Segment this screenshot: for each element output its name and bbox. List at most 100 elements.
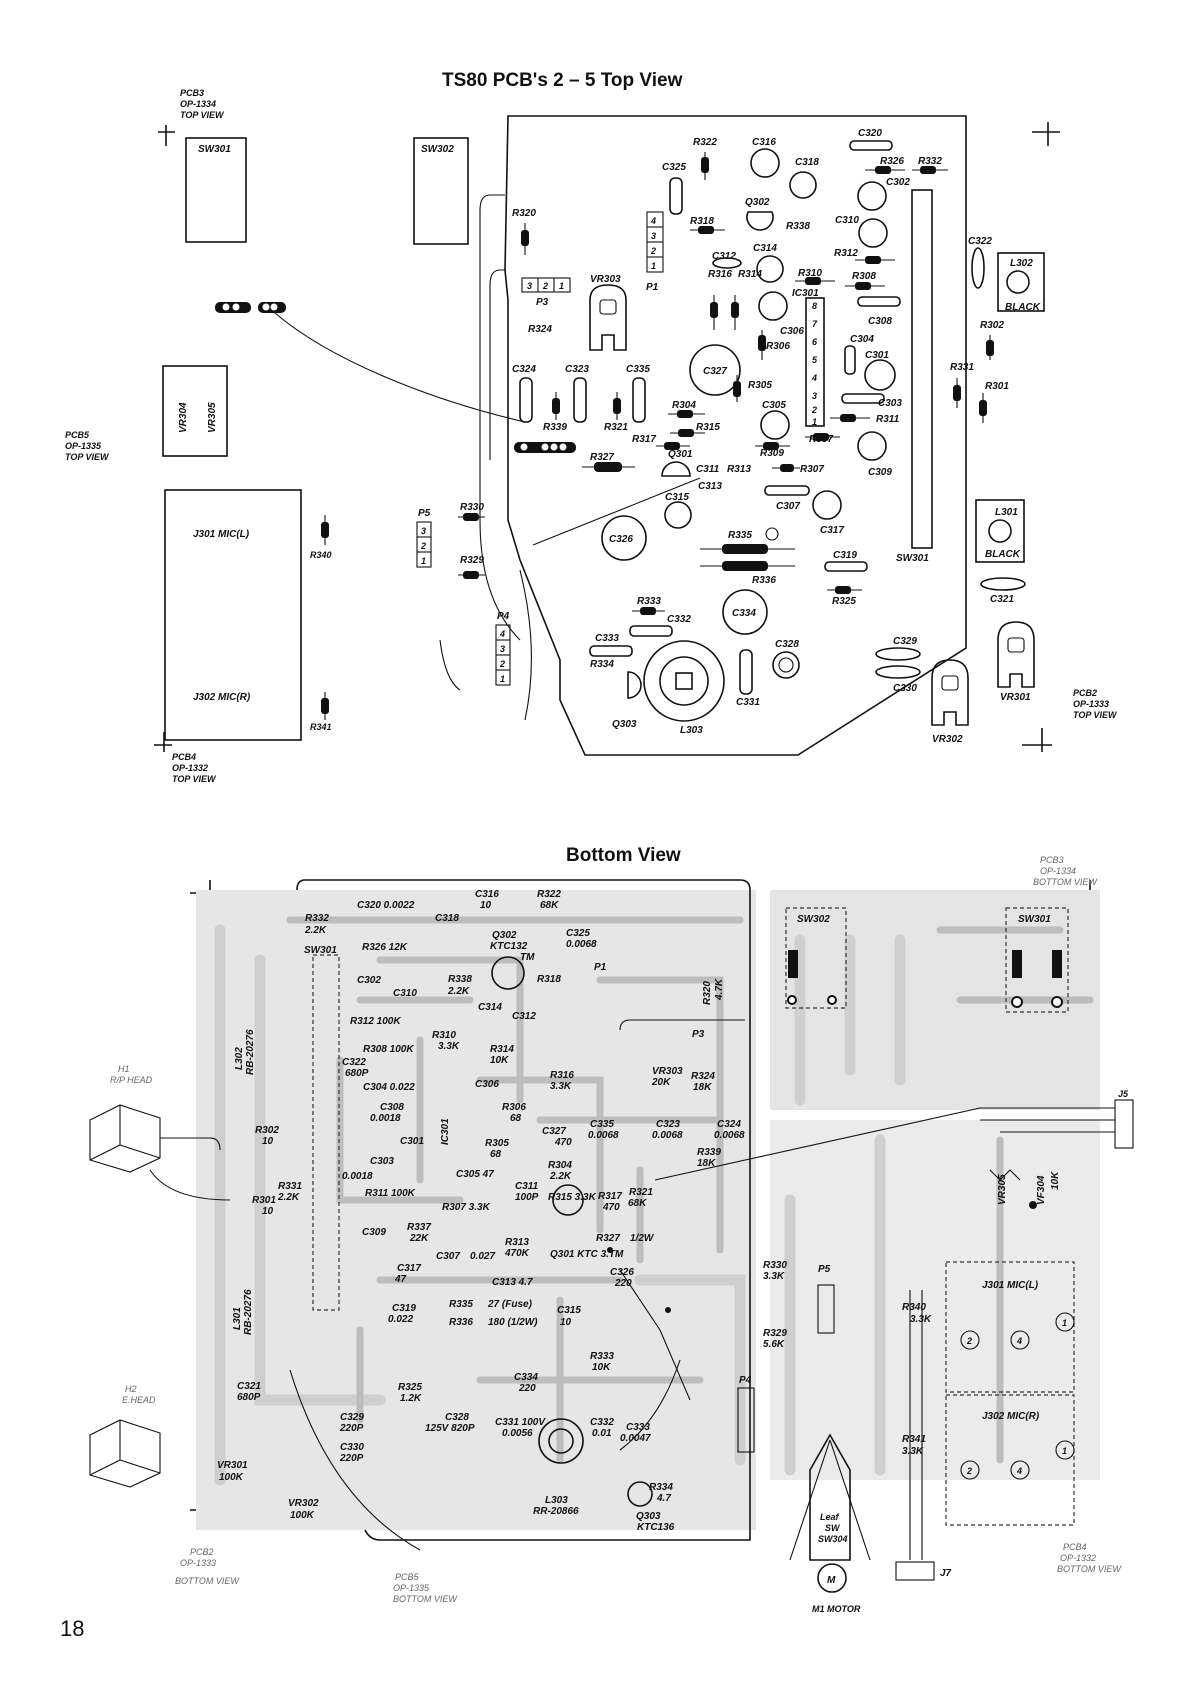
svg-text:R331: R331	[278, 1181, 302, 1192]
p1-label: P1	[646, 282, 659, 293]
r301-resistor	[979, 393, 987, 423]
svg-text:RB-20276: RB-20276	[245, 1029, 256, 1075]
c308-label: C308	[868, 316, 892, 327]
svg-text:680P: 680P	[237, 1392, 261, 1403]
svg-text:3.3K: 3.3K	[550, 1081, 572, 1092]
c319-capacitor	[824, 561, 868, 572]
svg-text:C330: C330	[340, 1442, 364, 1453]
sw301-contact	[1052, 950, 1062, 978]
c307-capacitor-body	[764, 485, 810, 496]
r321-resistor	[613, 392, 621, 420]
svg-text:C334: C334	[514, 1372, 538, 1383]
svg-text:R316: R316	[550, 1070, 574, 1081]
svg-text:C331 100V: C331 100V	[495, 1417, 546, 1428]
c329-label: C329	[893, 636, 917, 647]
l303-coil-outer	[643, 640, 725, 722]
p3-label: P3	[536, 297, 549, 308]
r312-resistor	[855, 256, 895, 264]
svg-text:100K: 100K	[290, 1510, 315, 1521]
svg-text:R337: R337	[407, 1222, 431, 1233]
vr305-bottom-label: VR305	[997, 1174, 1008, 1205]
c325-capacitor	[669, 177, 683, 215]
svg-text:2: 2	[650, 246, 656, 256]
c314b-capacitor	[758, 291, 788, 321]
svg-text:R307 3.3K: R307 3.3K	[442, 1202, 491, 1213]
svg-text:R320: R320	[702, 981, 713, 1005]
c326-label: C326	[609, 534, 633, 545]
svg-text:470: 470	[554, 1137, 572, 1148]
svg-text:R305: R305	[485, 1138, 509, 1149]
corner-mark	[1022, 728, 1052, 752]
l301-label: L301	[995, 507, 1018, 518]
c315-label: C315	[665, 492, 689, 503]
r331-label: R331	[950, 362, 974, 373]
sw301-pad	[1011, 996, 1023, 1008]
svg-text:L303: L303	[545, 1495, 568, 1506]
main-board-outline	[504, 115, 967, 756]
svg-text:KTC132: KTC132	[490, 941, 528, 952]
svg-text:0.027: 0.027	[470, 1251, 495, 1262]
r308-label: R308	[852, 271, 876, 282]
r333-resistor	[632, 607, 665, 615]
pcb5-label-2: OP-1335	[65, 441, 102, 451]
svg-text:20K: 20K	[651, 1077, 671, 1088]
p4-bottom-connector	[737, 1387, 755, 1453]
svg-text:0.01: 0.01	[592, 1428, 612, 1439]
sw302-switch	[413, 137, 469, 245]
leaf-label: Leaf	[820, 1512, 840, 1522]
svg-text:R314: R314	[490, 1044, 514, 1055]
c328-label: C328	[775, 639, 799, 650]
svg-text:3: 3	[812, 391, 817, 401]
vr302-label: VR302	[932, 734, 963, 745]
svg-text:C323: C323	[656, 1119, 680, 1130]
r316-label: R316	[708, 269, 732, 280]
c324-label: C324	[512, 364, 536, 375]
c304-label: C304	[850, 334, 874, 345]
bottom-components	[491, 956, 691, 1507]
svg-text:4.7K: 4.7K	[714, 978, 725, 1001]
svg-text:KTC136: KTC136	[637, 1522, 675, 1533]
svg-text:18K: 18K	[697, 1158, 716, 1169]
c325-label: C325	[662, 162, 686, 173]
top-view: PCB3 OP-1334 TOP VIEW SW301 SW302 VR304 …	[65, 88, 1118, 784]
svg-text:1: 1	[421, 556, 426, 566]
c312-label: C312	[712, 251, 736, 262]
j301-pin2	[960, 1330, 980, 1350]
wire	[289, 1369, 421, 1551]
svg-text:1: 1	[812, 417, 817, 427]
sw301-bottom-outline	[1005, 907, 1069, 1013]
erase-head	[89, 1419, 161, 1488]
sw302-bottom-label: SW302	[797, 914, 830, 925]
svg-text:2: 2	[542, 281, 548, 291]
wire	[274, 312, 526, 423]
c316-label: C316	[752, 137, 776, 148]
page-number: 18	[60, 1616, 85, 1641]
svg-text:C315: C315	[557, 1305, 581, 1316]
corner-mark	[1032, 122, 1060, 146]
svg-text:7: 7	[812, 319, 818, 329]
h2-label: H2	[125, 1384, 137, 1394]
r311-label: R311	[876, 414, 900, 425]
c306-label: C306	[780, 326, 804, 337]
svg-text:10: 10	[262, 1136, 274, 1147]
vr304-bottom-value: 10K	[1050, 1171, 1061, 1190]
r339-resistor	[552, 392, 560, 420]
svg-text:2: 2	[499, 659, 505, 669]
svg-text:220: 220	[614, 1278, 632, 1289]
l303-coil-inner	[659, 656, 709, 706]
r301-label: R301	[985, 381, 1009, 392]
q302-label: Q302	[745, 197, 770, 208]
r325-label: R325	[832, 596, 856, 607]
head-wires	[149, 1137, 231, 1201]
h1-label: H1	[118, 1064, 130, 1074]
svg-text:R308 100K: R308 100K	[363, 1044, 414, 1055]
svg-text:R306: R306	[502, 1102, 526, 1113]
c303-label: C303	[878, 398, 902, 409]
svg-text:C304 0.022: C304 0.022	[363, 1082, 415, 1093]
svg-text:C320 0.0022: C320 0.0022	[357, 900, 415, 911]
c317-label: C317	[820, 525, 844, 536]
svg-text:2: 2	[966, 1336, 972, 1346]
sw302-label: SW302	[421, 144, 454, 155]
c313-label: C313	[698, 481, 722, 492]
